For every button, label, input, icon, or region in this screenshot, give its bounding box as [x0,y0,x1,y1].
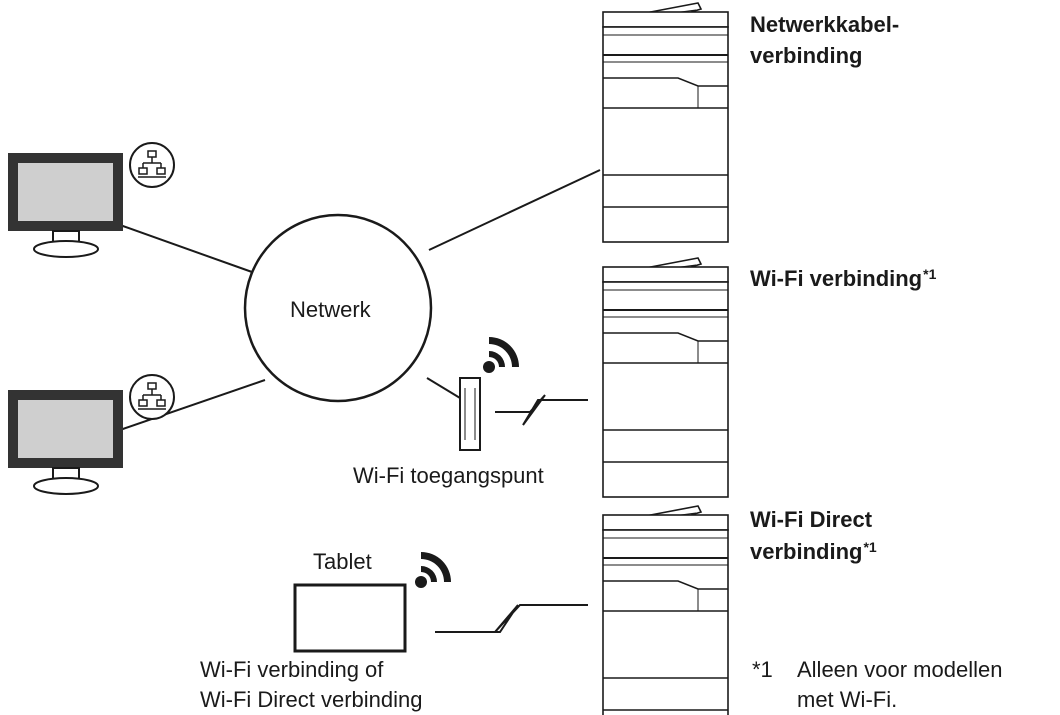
printer-3-title-line1: Wi-Fi Direct [750,507,873,532]
wifi-signal-icon [483,337,519,373]
footnote-marker: *1 [752,657,773,682]
tablet-caption-line1: Wi-Fi verbinding of [200,657,384,682]
printer-3-title-line2: verbinding*1 [750,538,877,565]
footnote-ref: *1 [923,266,937,282]
tablet-caption-line2: Wi-Fi Direct verbinding [200,687,423,712]
network-port-icon [129,142,175,188]
footnote-line2: met Wi-Fi. [797,687,898,712]
monitor-icon [7,152,124,258]
footnote-line1: Alleen voor modellen [797,657,1003,682]
network-ap-line [426,377,461,399]
network-printer-line [428,169,601,251]
multifunction-printer-icon [602,2,729,243]
printer-1-title-line1: Netwerkkabel- [750,12,900,37]
ap-wireless-link [495,394,588,426]
footnote-ref: *1 [863,539,877,555]
pc2-network-line [119,379,266,431]
multifunction-printer-icon [602,257,729,498]
access-point-icon [459,377,481,451]
network-label: Netwerk [290,297,371,322]
tablet-icon [293,583,407,653]
printer-2-title-text: Wi-Fi verbinding [750,266,923,291]
network-port-icon [129,374,175,420]
printer-1-title-line2: verbinding [750,43,863,68]
tablet-label: Tablet [313,549,372,574]
tablet-wireless-link [435,604,588,633]
monitor-icon [7,389,124,495]
printer-3-title-line2-text: verbinding [750,539,863,564]
multifunction-printer-icon [602,505,729,715]
access-point-label: Wi-Fi toegangspunt [353,463,544,488]
network-circle [243,213,433,403]
pc1-network-line [119,224,253,273]
printer-2-title: Wi-Fi verbinding*1 [750,265,936,292]
wifi-signal-icon [415,552,451,588]
